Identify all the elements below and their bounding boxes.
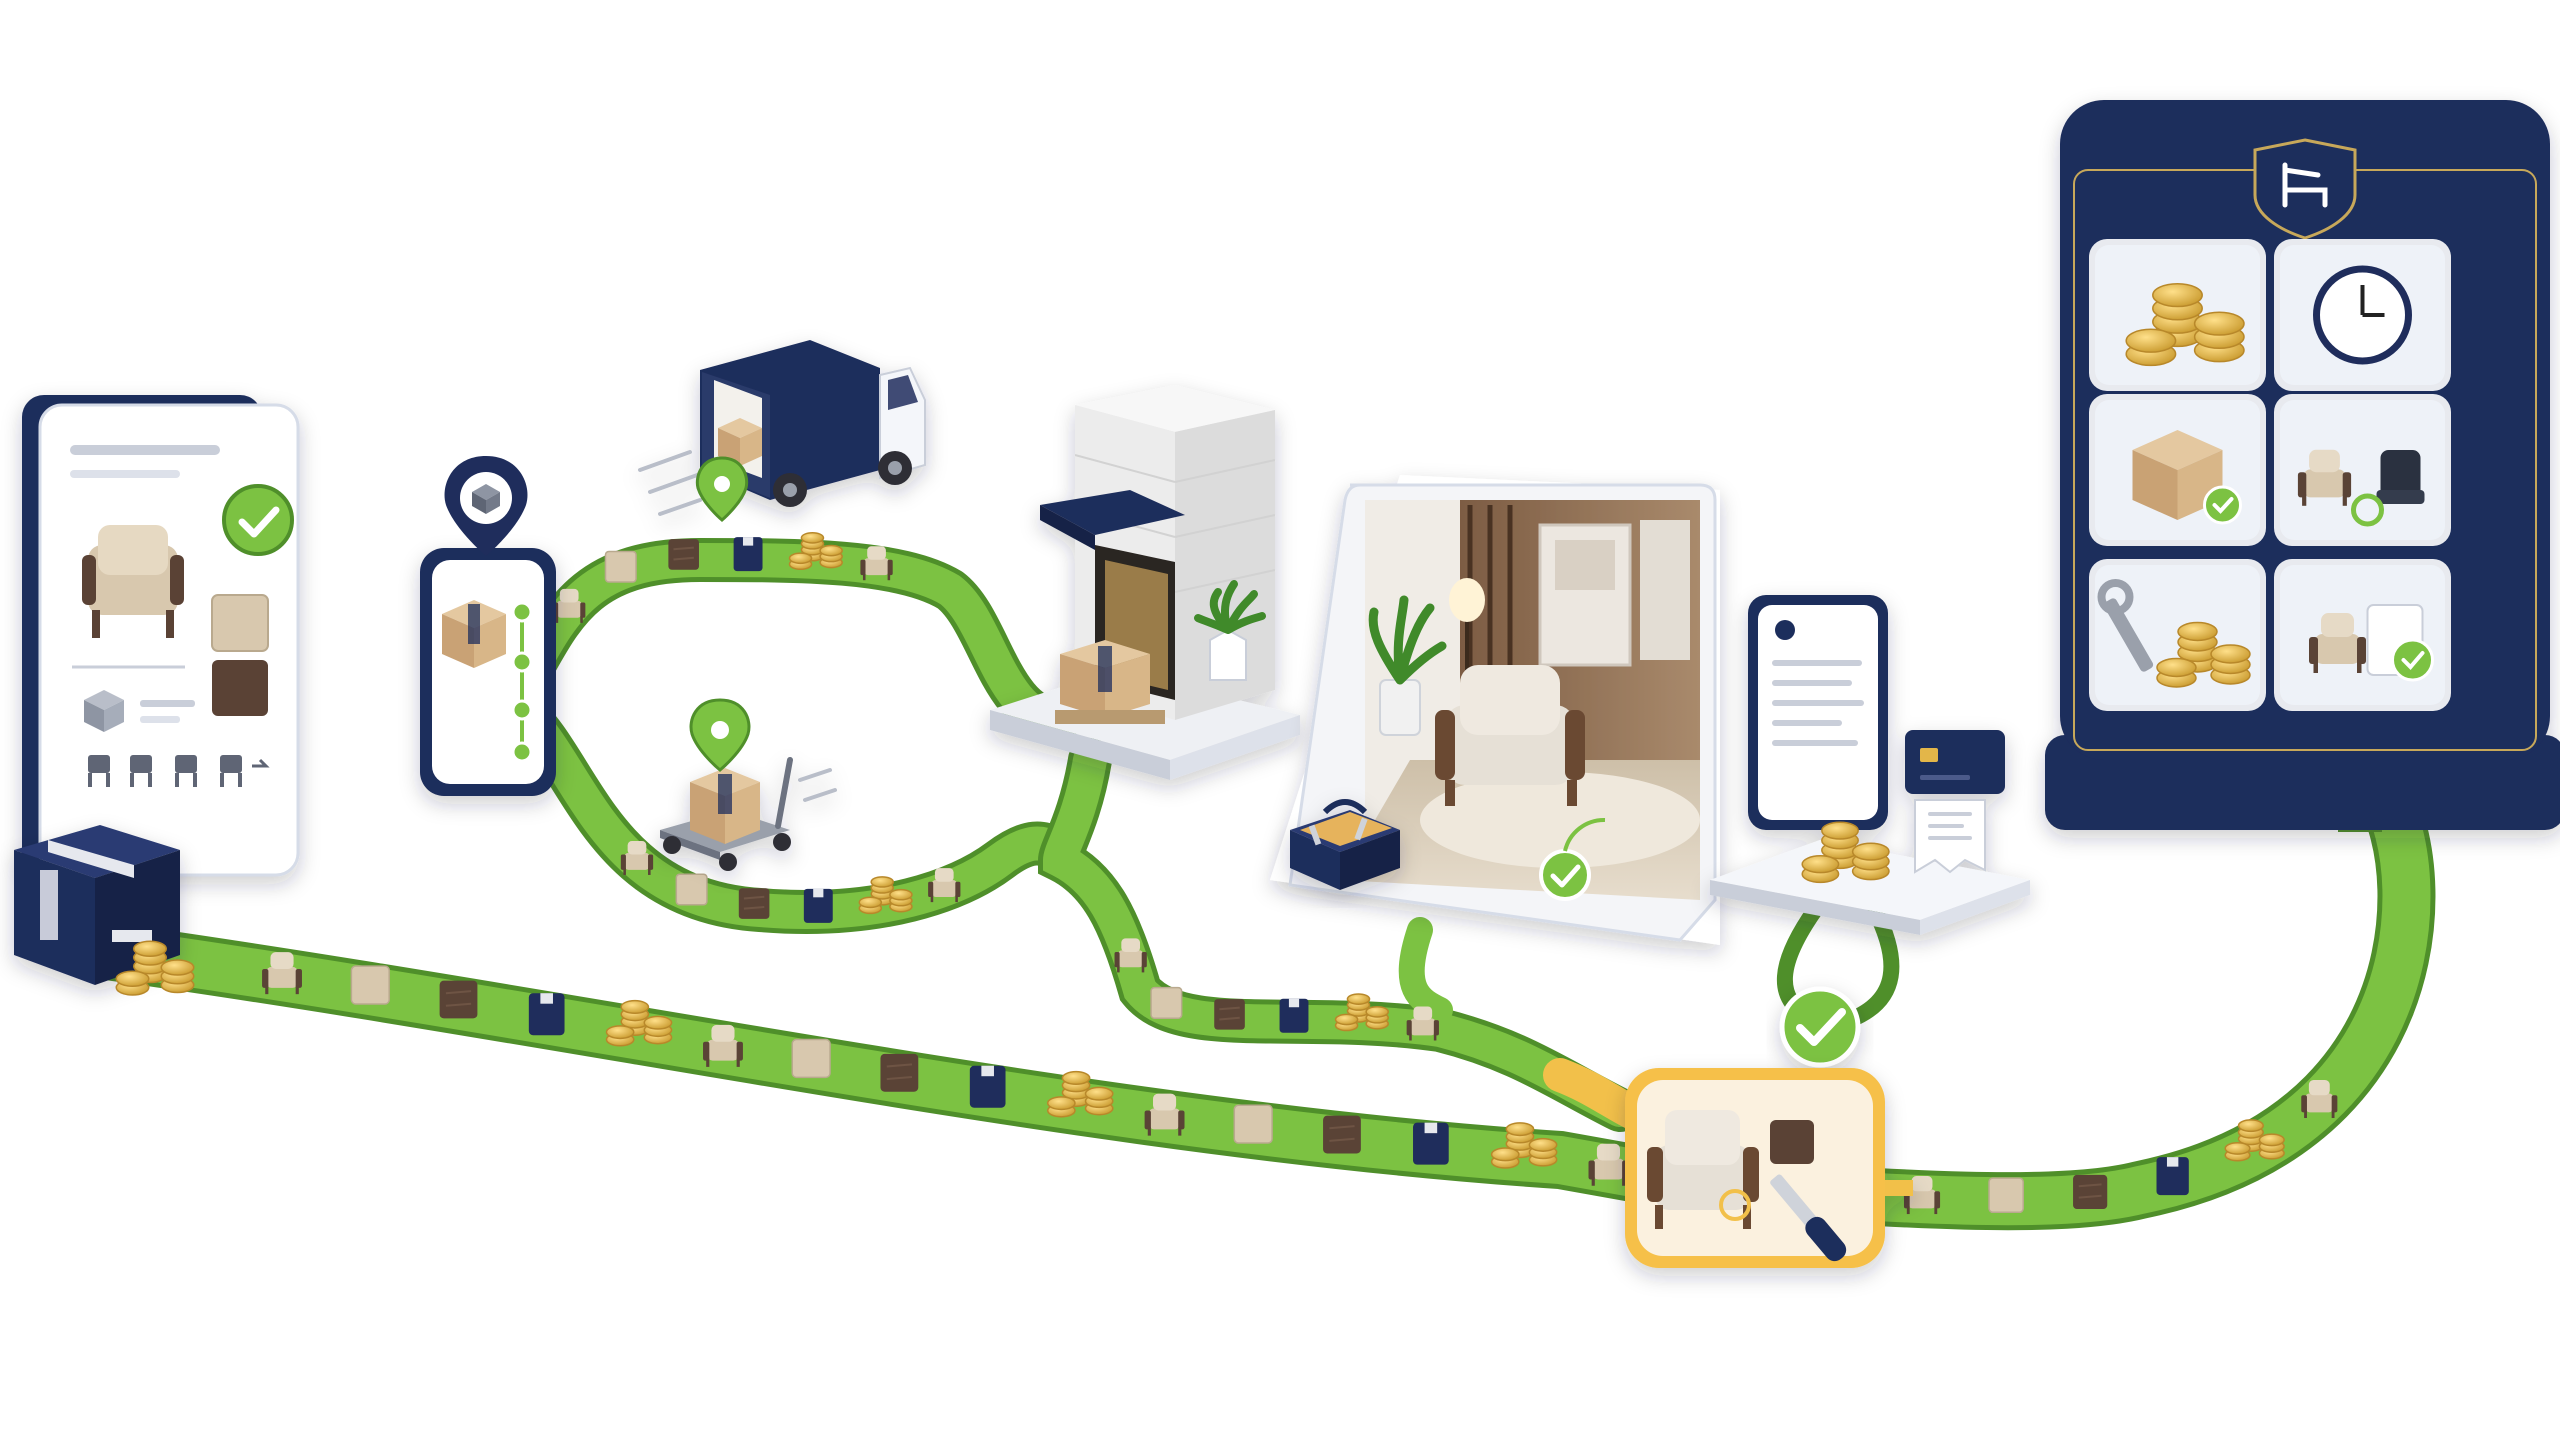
cart-location-pin-icon [689, 698, 751, 772]
navy-box-icon [969, 1065, 1006, 1108]
coins-icon [2125, 282, 2245, 367]
coins-icon [2156, 621, 2251, 688]
delivery-truck-icon [638, 340, 926, 516]
invoice-payment-group [1710, 595, 2030, 935]
navy-box-icon [528, 993, 565, 1036]
navy-box-icon [733, 537, 763, 572]
upper-branch-surface [503, 542, 1077, 737]
armchair-icon [1903, 1176, 1941, 1215]
armchair-icon [620, 840, 654, 875]
dashboard-tile[interactable] [2089, 559, 2266, 711]
wood-swatch-icon [1214, 999, 1245, 1030]
armchair-icon [928, 868, 961, 903]
toolbox-icon [1290, 799, 1400, 890]
armchair-icon [1144, 1093, 1185, 1136]
fabric-swatch-icon [350, 965, 390, 1005]
navy-box-icon [803, 888, 833, 923]
dashboard-tiles [2089, 239, 2451, 711]
dark-armchair-icon [2376, 450, 2425, 504]
clock-icon [2313, 265, 2412, 365]
coins-icon [605, 999, 673, 1047]
coins-icon [1801, 821, 1890, 884]
repair-hub-icon [1625, 1068, 1913, 1268]
wood-swatch-icon [1323, 1115, 1361, 1154]
catalog-tablet-icon [22, 395, 300, 877]
armchair-icon [1114, 938, 1147, 973]
navy-box-icon [1279, 998, 1309, 1033]
payment-card-icon [1905, 730, 2005, 874]
fabric-swatch-icon [791, 1038, 831, 1079]
armchair-icon [262, 952, 302, 995]
coins-icon [1334, 993, 1389, 1032]
coins-icon [858, 876, 913, 915]
invoice-icon [1748, 595, 1888, 830]
fabric-swatch-icon [1150, 986, 1183, 1019]
room-connector-path [1398, 917, 1453, 1023]
pickup-point-icon [990, 385, 1300, 780]
track-items [262, 532, 2338, 1215]
armchair-icon [860, 546, 893, 581]
payment-check-icon [1779, 986, 1861, 1068]
lower-branch-surface [503, 693, 1077, 929]
armchair-icon [1406, 1006, 1439, 1041]
dashboard-tile[interactable] [2274, 239, 2451, 391]
wrench-coins-icon [2097, 579, 2251, 688]
dashboard-tile[interactable] [2274, 394, 2451, 546]
armchair-icon [1588, 1143, 1629, 1186]
coins-icon [1801, 821, 1890, 884]
hand-cart-icon [660, 757, 837, 871]
wood-swatch-icon [880, 1053, 919, 1092]
truck-location-pin-icon [695, 456, 749, 522]
armchair-icon [2297, 449, 2352, 506]
armchair-icon [703, 1024, 743, 1067]
fabric-swatch-icon [1988, 1177, 2024, 1214]
coins-icon [1046, 1070, 1114, 1118]
chair-document-check-icon [2309, 604, 2434, 682]
coins-icon [1490, 1122, 1558, 1169]
wood-swatch-icon [738, 888, 770, 919]
dashboard-tile[interactable] [2274, 559, 2451, 711]
coins-icon [115, 940, 195, 996]
armchair-icon [2301, 1080, 2338, 1119]
coins-icon [115, 940, 195, 996]
coins-icon [2224, 1119, 2285, 1162]
wood-swatch-icon [439, 980, 478, 1019]
dashboard-tile[interactable] [2089, 239, 2266, 391]
navy-box-icon [2156, 1157, 2189, 1196]
fabric-swatch-icon [675, 873, 708, 906]
navy-box-icon [1413, 1122, 1449, 1165]
fabric-swatch-icon [1233, 1104, 1273, 1144]
armchair-icon [2309, 613, 2366, 673]
tracking-phone-icon [420, 548, 556, 796]
coins-icon [788, 532, 843, 571]
chair-swap-icon [2297, 449, 2425, 527]
coins-icon [2125, 282, 2245, 367]
box-check-icon [2132, 430, 2242, 525]
location-pin-icon [444, 456, 528, 556]
wood-swatch-icon [2073, 1174, 2108, 1210]
fabric-swatch-icon [604, 550, 637, 583]
dashboard-tile[interactable] [2089, 394, 2266, 546]
wood-swatch-icon [668, 539, 699, 570]
